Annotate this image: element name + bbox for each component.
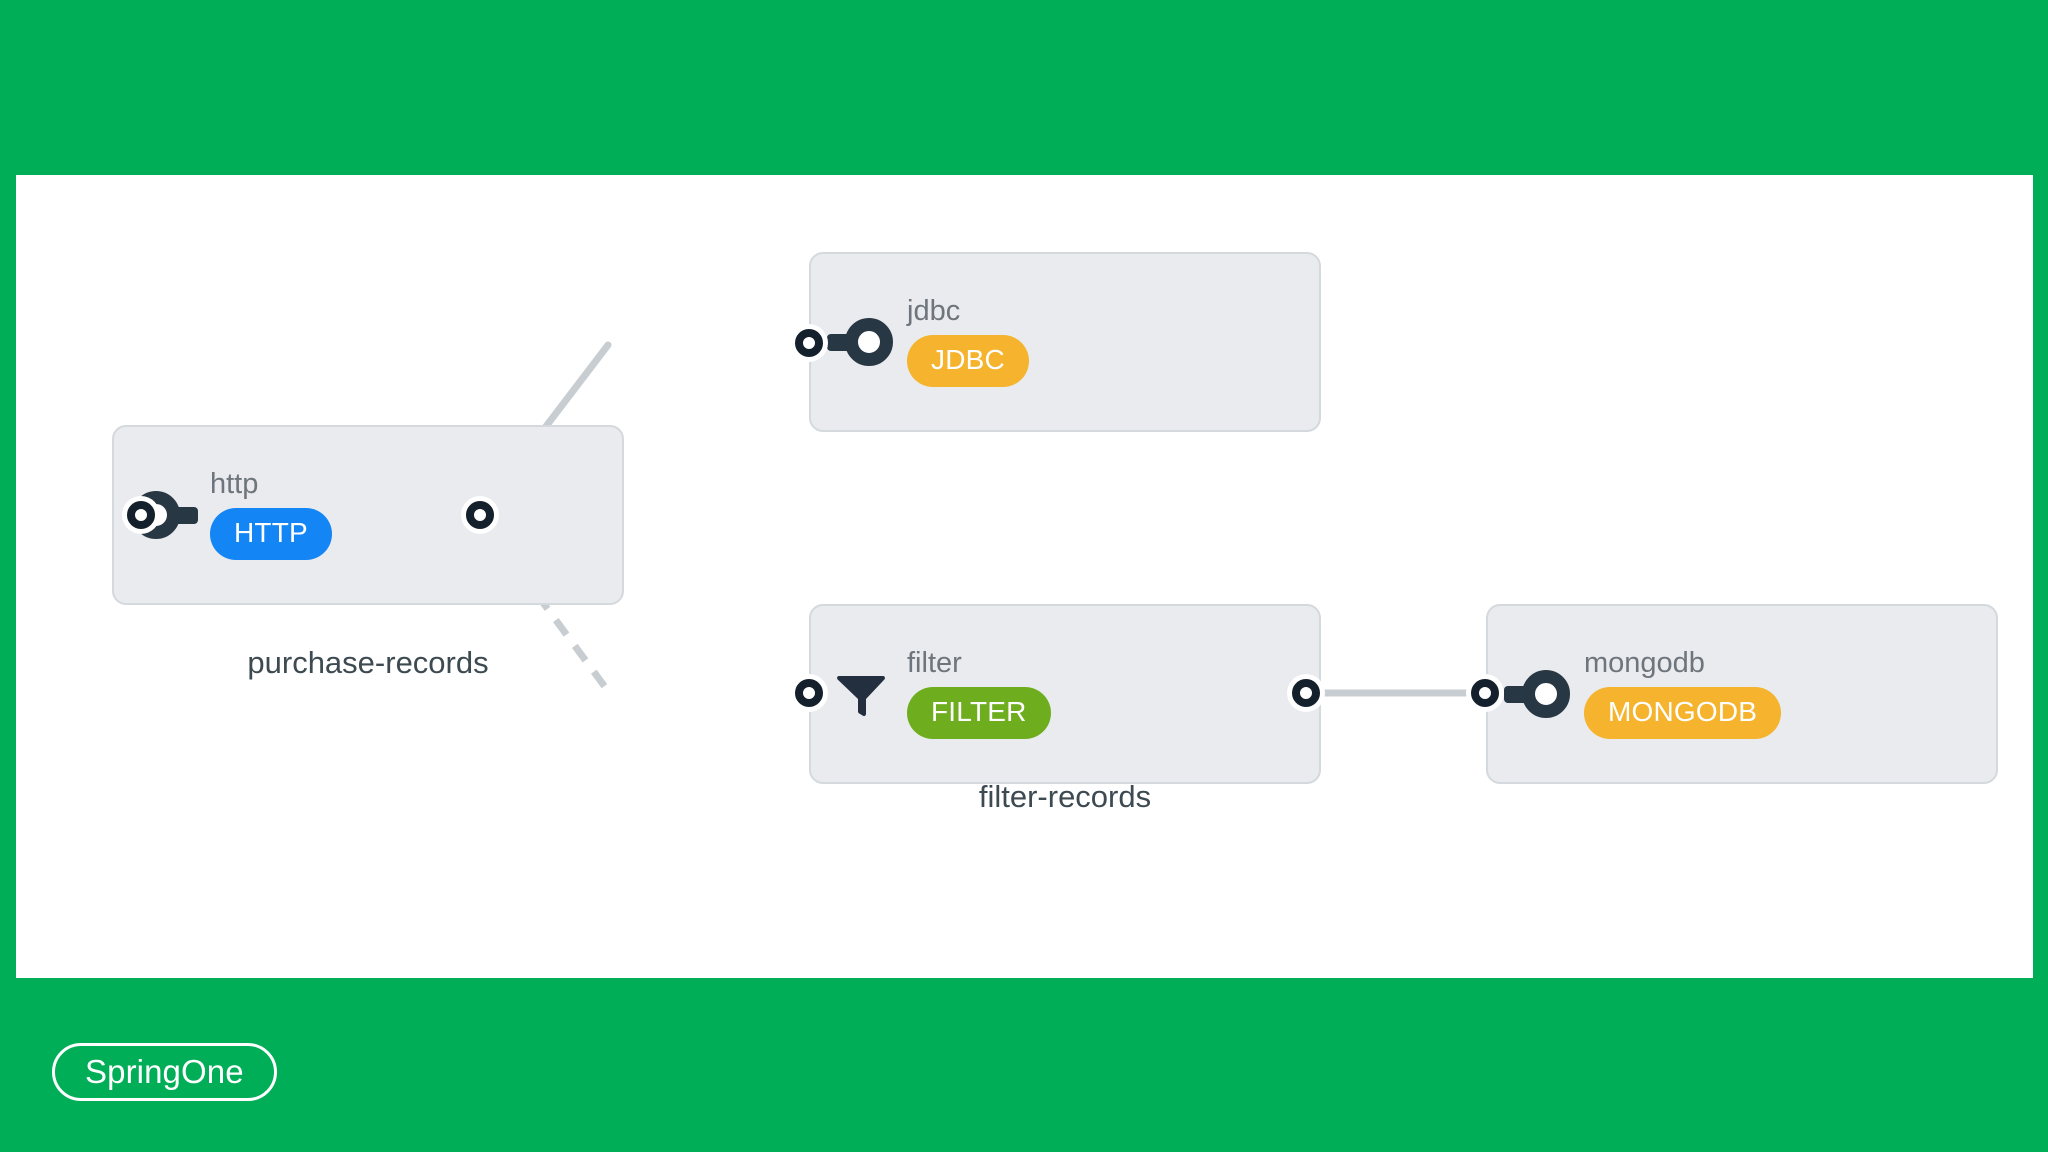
node-filter-text: filter FILTER [907, 649, 1051, 739]
key-tab-shape [827, 334, 849, 351]
port-mongodb-input[interactable] [1471, 679, 1499, 707]
sink-key-icon [1504, 662, 1570, 726]
node-filter-icon-wrap [829, 662, 893, 726]
springone-logo-text: SpringOne [85, 1053, 244, 1090]
key-tab-shape [1504, 686, 1526, 703]
node-filter-title: filter [907, 647, 962, 679]
node-mongodb-badge: MONGODB [1584, 687, 1782, 739]
key-tab-shape [176, 507, 198, 524]
node-http[interactable]: http HTTP [112, 425, 624, 605]
node-http-text: http HTTP [210, 470, 332, 560]
port-jdbc-input[interactable] [795, 329, 823, 357]
node-mongodb-content: mongodb MONGODB [1488, 606, 1996, 782]
node-jdbc-text: jdbc JDBC [907, 297, 1029, 387]
funnel-icon [829, 662, 893, 726]
flow-canvas[interactable]: http HTTP jdbc JDBC [16, 175, 2033, 978]
sink-key-icon [827, 310, 893, 374]
node-filter[interactable]: filter FILTER [809, 604, 1321, 784]
port-http-input[interactable] [127, 501, 155, 529]
node-jdbc-icon-wrap [827, 310, 893, 374]
node-jdbc[interactable]: jdbc JDBC [809, 252, 1321, 432]
node-mongodb-text: mongodb MONGODB [1584, 647, 1782, 739]
node-http-content: http HTTP [114, 427, 622, 603]
port-filter-input[interactable] [795, 679, 823, 707]
stream-label-purchase-records: purchase-records [247, 645, 489, 680]
port-filter-output[interactable] [1292, 679, 1320, 707]
node-jdbc-title: jdbc [907, 295, 961, 327]
node-filter-badge: FILTER [907, 687, 1051, 739]
port-http-output[interactable] [466, 501, 494, 529]
node-http-title: http [210, 468, 259, 500]
node-jdbc-content: jdbc JDBC [811, 254, 1319, 430]
key-ring-shape [1522, 670, 1570, 718]
node-http-badge: HTTP [210, 508, 332, 560]
springone-logo: SpringOne [52, 1043, 277, 1101]
funnel-icon-glyph [837, 676, 885, 717]
node-jdbc-badge: JDBC [907, 335, 1029, 387]
node-filter-content: filter FILTER [811, 606, 1319, 782]
key-ring-shape [845, 318, 893, 366]
node-mongodb-icon-wrap [1504, 662, 1570, 726]
stream-label-filter-records: filter-records [978, 779, 1152, 814]
node-mongodb[interactable]: mongodb MONGODB [1486, 604, 1998, 784]
node-mongodb-title: mongodb [1584, 647, 1705, 679]
